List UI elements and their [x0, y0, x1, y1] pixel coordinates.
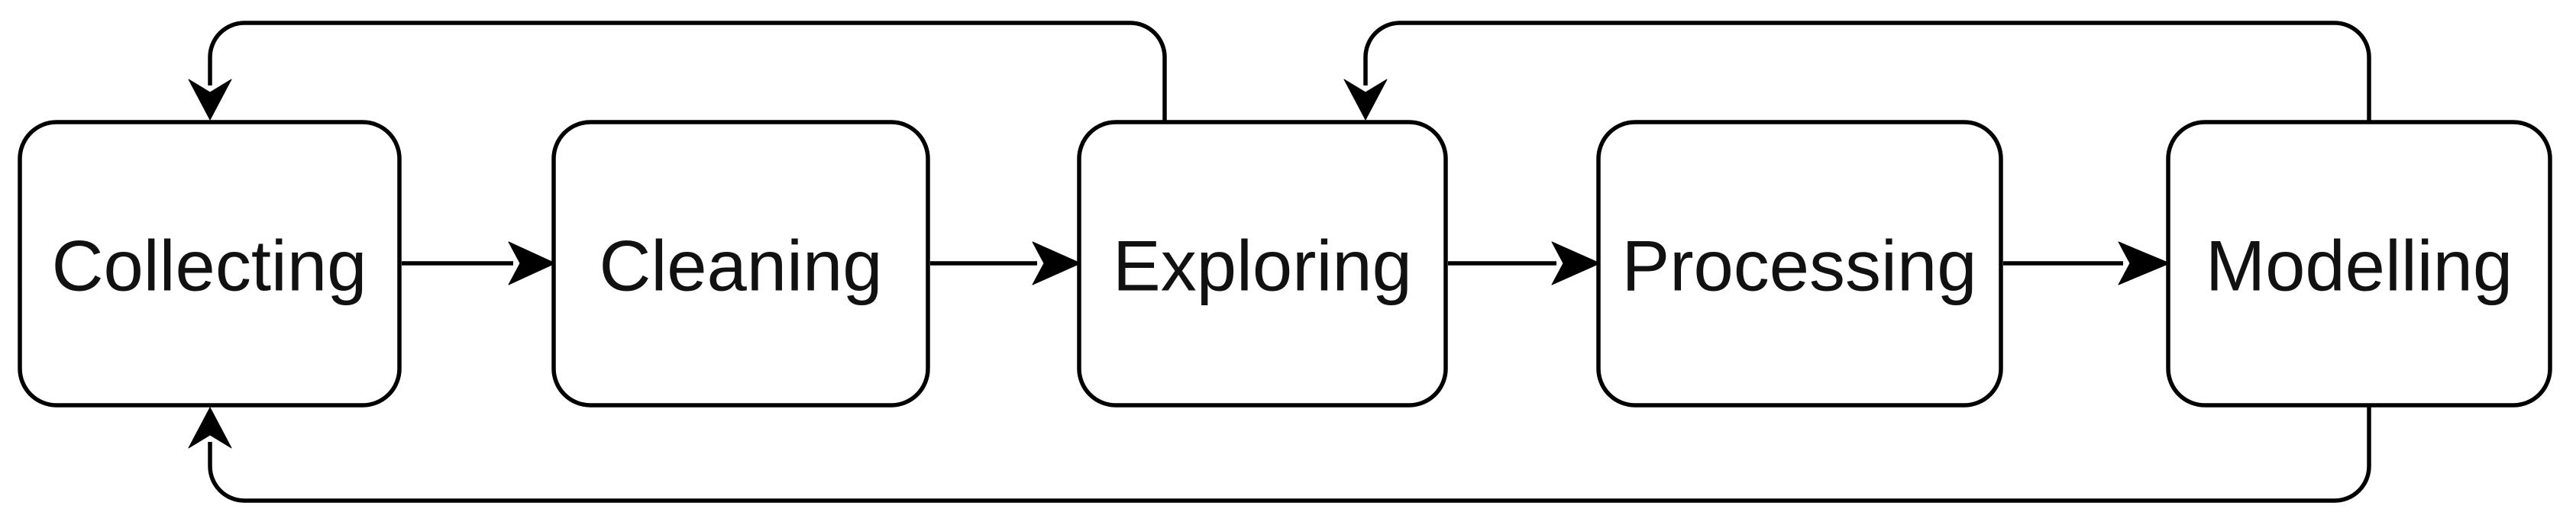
node-collecting: Collecting	[18, 120, 402, 408]
feedback-line-exploring-to-collecting	[208, 21, 1167, 122]
node-modelling: Modelling	[2166, 120, 2552, 408]
node-modelling-label: Modelling	[2206, 226, 2513, 306]
arrowhead-into-exploring-top	[1343, 79, 1388, 121]
forward-edge-processing-to-modelling	[2003, 241, 2170, 285]
node-processing-label: Processing	[1622, 226, 1977, 306]
arrowhead-into-collecting-top	[188, 79, 232, 121]
node-exploring-box	[1077, 120, 1448, 408]
feedback-line-modelling-to-collecting	[208, 405, 2371, 503]
node-collecting-box	[18, 120, 402, 408]
node-processing: Processing	[1596, 120, 2003, 408]
arrowhead-into-cleaning	[508, 241, 556, 285]
node-cleaning: Cleaning	[551, 120, 930, 408]
feedback-edge-modelling-to-collecting	[188, 405, 2371, 503]
arrowhead-into-processing	[1551, 241, 1601, 285]
feedback-edge-exploring-to-collecting	[188, 21, 1167, 122]
node-exploring-label: Exploring	[1113, 226, 1412, 306]
forward-edge-collecting-to-cleaning	[402, 241, 556, 285]
forward-edge-cleaning-to-exploring	[930, 241, 1081, 285]
node-modelling-box	[2166, 120, 2552, 408]
arrowhead-into-collecting-bottom	[188, 407, 232, 449]
feedback-edge-modelling-to-exploring	[1343, 21, 2371, 122]
node-cleaning-box	[551, 120, 930, 408]
arrowhead-into-modelling	[2118, 241, 2170, 285]
node-cleaning-label: Cleaning	[599, 226, 882, 306]
feedback-line-modelling-to-exploring	[1363, 21, 2371, 122]
node-processing-box	[1596, 120, 2003, 408]
forward-edge-exploring-to-processing	[1448, 241, 1601, 285]
node-exploring: Exploring	[1077, 120, 1448, 408]
node-collecting-label: Collecting	[52, 226, 367, 306]
arrowhead-into-exploring	[1032, 241, 1081, 285]
